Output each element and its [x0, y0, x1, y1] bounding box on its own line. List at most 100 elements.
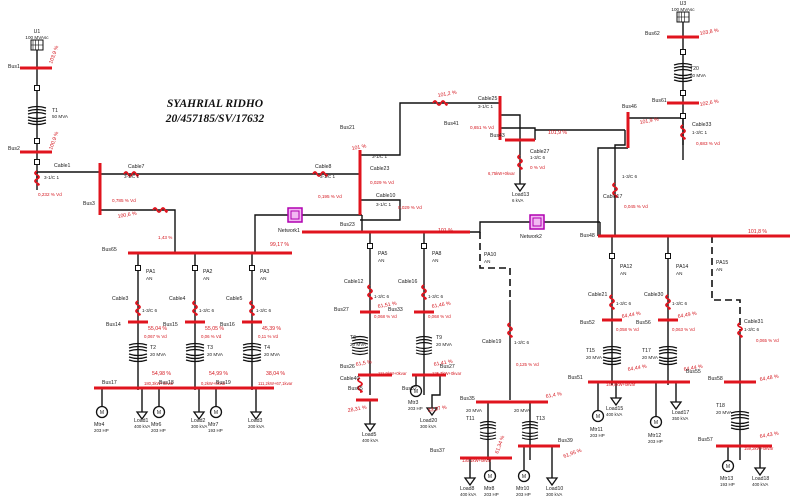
panel-type: AN: [484, 259, 490, 264]
transformer-rating: 20 MVA: [642, 355, 659, 360]
bus-label: Bus58: [708, 376, 723, 382]
transformer-id: T4: [264, 345, 270, 351]
winding-top: [521, 420, 539, 424]
load-arrow-icon: [669, 401, 683, 411]
bus-voltage: 103,9 %: [48, 44, 60, 64]
panel-type: AN: [620, 271, 626, 276]
bus-voltage: 101,8 %: [748, 229, 767, 235]
winding-top: [351, 335, 369, 339]
cable-icon: [192, 300, 198, 316]
bus-label: Bus46: [622, 104, 637, 110]
cable-drop: 0 % Vd: [530, 165, 545, 170]
transformer-icon: [415, 335, 433, 356]
bus-voltage: 61,46 %: [431, 301, 451, 310]
breaker-icon: [680, 113, 686, 119]
bus-label: Bus32: [402, 386, 417, 392]
panel-id: PA14: [676, 264, 688, 270]
cable-icon: [367, 284, 373, 300]
motor-id: Mtr4: [94, 422, 104, 428]
bus-label: Bus57: [698, 437, 713, 443]
bus-label: Bus33: [388, 307, 403, 313]
cable-spec: 1-3/C 6: [256, 308, 272, 313]
bus-voltage: 101 %: [438, 228, 453, 234]
bus-label: Bus65: [348, 386, 363, 392]
bus-label: Bus17: [102, 380, 117, 386]
load-rating: 300 kVA: [420, 424, 436, 429]
winding-top: [242, 342, 262, 346]
cable-id: Cable31: [744, 319, 763, 325]
load-id: Load1: [134, 418, 149, 424]
breaker-icon: [249, 265, 255, 271]
cable-drop: 0,232 % Vd: [38, 192, 62, 197]
breaker-icon: [609, 253, 615, 259]
network-label: Network2: [520, 234, 542, 240]
cable-spec: 3-1/C 1: [376, 202, 392, 207]
winding-bottom: [521, 437, 539, 441]
motor-symbol-letter: M: [414, 389, 418, 395]
winding-bottom: [479, 431, 497, 435]
winding-bottom: [730, 427, 750, 431]
breaker-icon: [665, 253, 671, 259]
bus-voltage: 64,43 %: [759, 431, 779, 440]
bus-voltage: 61,4 %: [545, 391, 562, 400]
motor-symbol-letter: M: [157, 410, 161, 416]
cable-icon: [421, 284, 427, 300]
cable-spec: 1-3/C 6: [616, 301, 632, 306]
cable-spec: 3-1/C 1: [478, 104, 494, 109]
bus-voltage: 61,41 %: [433, 359, 453, 368]
bus-label: Bus56: [636, 320, 651, 326]
cable-spec: 3-1/C 1: [372, 154, 388, 159]
cable-id: Cable8: [315, 164, 332, 170]
transformer-icon: [521, 420, 539, 441]
winding-bottom: [730, 424, 750, 428]
load-id: Load10: [546, 486, 563, 492]
winding-top: [415, 335, 433, 339]
cable-icon: [507, 322, 513, 338]
panel-id: PA3: [260, 269, 270, 275]
cable-drop: 0,029 % Vd: [370, 180, 394, 185]
cable-drop: 0,068 % Vd: [374, 314, 397, 319]
cable-icon: [432, 100, 448, 106]
winding-top: [479, 426, 497, 430]
bus-voltage: 61,95 %: [563, 448, 583, 460]
cable-coil: [609, 294, 615, 310]
network-inner: [290, 210, 300, 220]
panel-id: PA15: [716, 260, 728, 266]
bus-label: Bus26: [340, 364, 355, 370]
motor-icon: [483, 469, 497, 483]
motor-icon: [591, 409, 605, 423]
cable-coil: [367, 284, 373, 300]
load-arrow-icon: [545, 477, 559, 487]
cable-drop: 0,063 % Vd: [672, 327, 695, 332]
panel-type: AN: [716, 267, 722, 272]
winding-bottom: [351, 352, 369, 356]
transformer-icon: [479, 420, 497, 441]
winding-top: [658, 351, 678, 355]
bus-label: Bus55: [686, 369, 701, 375]
winding-bottom: [673, 76, 693, 80]
cable-spec: 3-1/C 1: [44, 175, 60, 180]
bus-label: Bus1: [8, 64, 20, 70]
bus-voltage: 54,99 %: [209, 371, 228, 377]
winding-top: [27, 105, 47, 109]
winding-top: [521, 426, 539, 430]
winding-top: [730, 416, 750, 420]
transformer-id: T15: [586, 348, 595, 354]
wire: [100, 209, 176, 253]
transformer-rating: 20 MVA: [350, 342, 367, 347]
transformer-icon: [185, 342, 205, 363]
transformer-rating: 20 MVA: [264, 352, 281, 357]
motor-id: Mtr12: [648, 433, 661, 439]
winding-bottom: [602, 362, 622, 366]
breaker-icon: [367, 243, 373, 249]
winding-top: [242, 348, 262, 352]
winding-bottom: [185, 356, 205, 360]
winding-bottom: [730, 421, 750, 425]
grid-id: U3: [680, 1, 687, 7]
load-rating: 400 kVA: [606, 412, 622, 417]
bus-label: Bus48: [580, 233, 595, 239]
bus-label: Bus43: [490, 133, 505, 139]
cable-drop: 0,045 % Vd: [624, 204, 648, 209]
cable-drop: 0,125 % Vd: [516, 362, 539, 367]
